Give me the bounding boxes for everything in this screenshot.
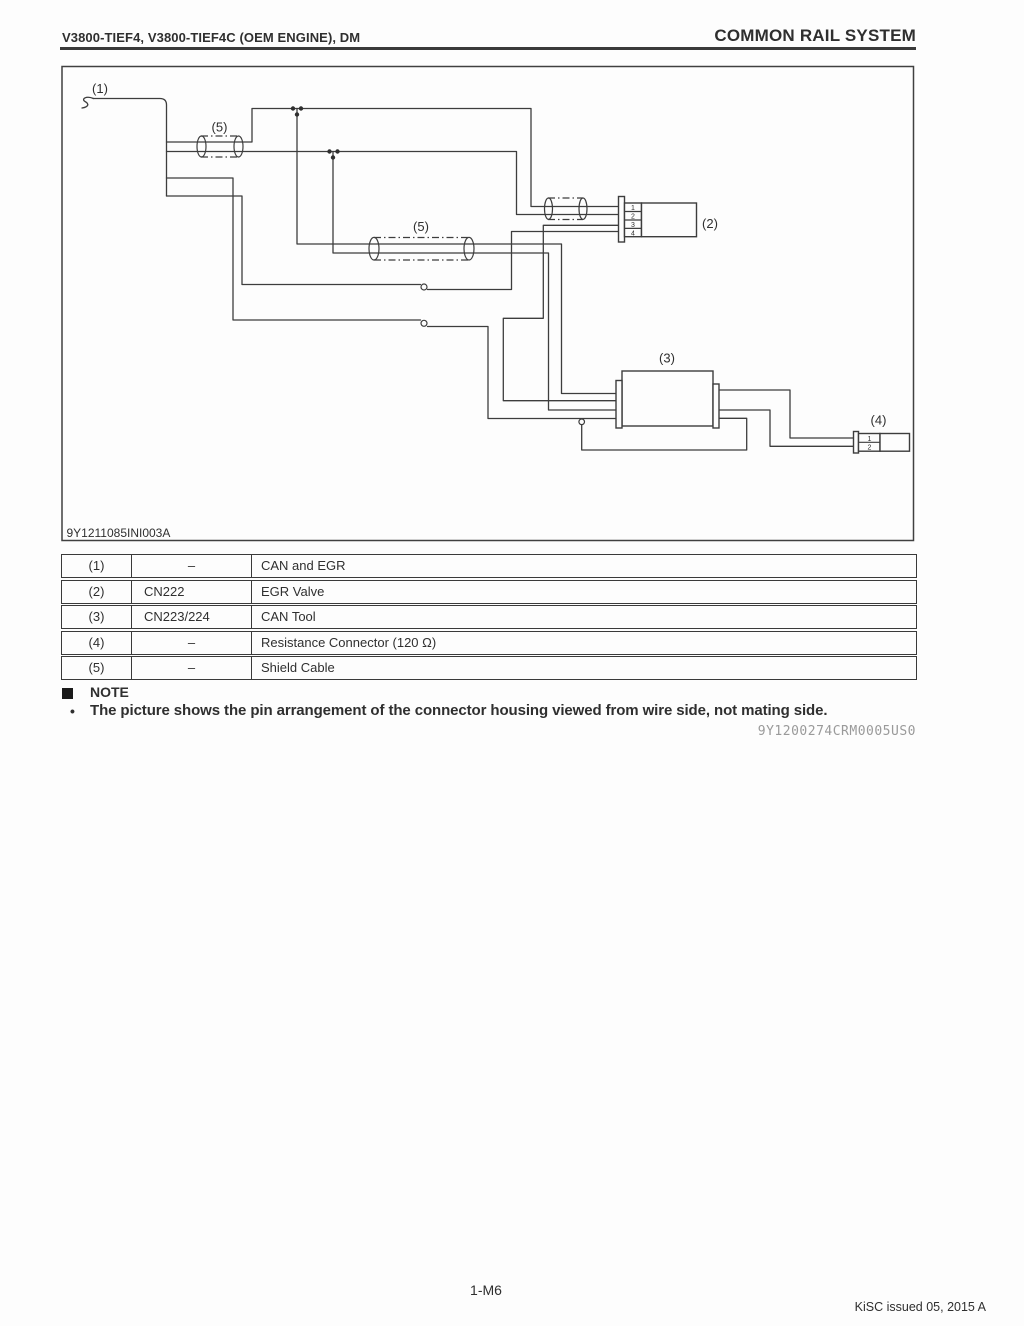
- pin-label: 1: [631, 205, 635, 212]
- wire-tool-to-resistor-2: [717, 409, 855, 447]
- wire-can-l-tap: [332, 150, 619, 411]
- ref-cell: (4): [62, 631, 132, 654]
- resistance-connector: 1 2: [852, 430, 911, 454]
- shield-ferrule-1: [196, 135, 244, 158]
- header-rule: [60, 47, 916, 50]
- desc-cell: CAN and EGR: [261, 558, 346, 573]
- pin-label: 3: [631, 222, 635, 229]
- wire-egr-tool-right: [426, 325, 619, 420]
- wire-tool-to-resistor-1: [717, 389, 855, 439]
- desc-cell: CAN Tool: [261, 609, 316, 625]
- code-cell: CN223/224: [132, 606, 252, 629]
- note-text: The picture shows the pin arrangement of…: [90, 702, 828, 719]
- wiring-diagram: 1 2 3 4 1 2 (1) (5) (5) (2) (3) (4) 9Y12…: [61, 65, 915, 542]
- shield-ferrule-3: [543, 197, 588, 221]
- wire-can-h: [165, 107, 626, 208]
- desc-cell: Resistance Connector (120 Ω): [261, 634, 437, 650]
- ref-cell: (2): [62, 580, 132, 603]
- harness-break-symbol: [81, 96, 95, 109]
- table-row: (2) CN222 EGR Valve: [61, 579, 917, 604]
- desc-cell: Shield Cable: [261, 660, 335, 676]
- wire-egr-pin4-right: [426, 230, 626, 291]
- ref-cell: (3): [62, 606, 132, 629]
- ref-cell: (1): [62, 555, 132, 577]
- junction-dots: [290, 106, 340, 160]
- reference-code: 9Y1200274CRM0005US0: [757, 724, 916, 739]
- figure-code: 9Y1211085INI003A: [67, 526, 171, 540]
- desc-cell: EGR Valve: [261, 583, 325, 599]
- pin-label: 4: [631, 230, 635, 237]
- wire-egr-tool-left: [165, 177, 422, 321]
- shield-pigtail-symbol: [578, 418, 586, 426]
- splice-symbol-upper: [420, 283, 428, 291]
- note-square-icon: [62, 688, 73, 699]
- note-heading: NOTE: [90, 684, 129, 700]
- pin-label: 2: [631, 214, 635, 221]
- code-cell: –: [132, 555, 252, 577]
- wire-pin3: [502, 224, 626, 402]
- table-row: (4) – Resistance Connector (120 Ω): [61, 630, 917, 655]
- wire-can-l: [165, 150, 626, 216]
- pin-label: 1: [868, 436, 872, 443]
- callout-shield-a: (5): [212, 120, 228, 135]
- ref-cell: (5): [62, 657, 132, 680]
- header-section-title: COMMON RAIL SYSTEM: [714, 26, 916, 45]
- header-doc-title: V3800-TIEF4, V3800-TIEF4C (OEM ENGINE), …: [62, 30, 361, 45]
- code-cell: –: [132, 631, 252, 654]
- egr-valve-connector: 1 2 3 4: [617, 195, 698, 243]
- can-tool-connector: [615, 370, 720, 429]
- wire-egr-pin4-left: [165, 195, 422, 286]
- callout-can-tool: (3): [659, 351, 675, 366]
- callout-shield-b: (5): [413, 219, 429, 234]
- bullet-icon: •: [70, 703, 75, 719]
- code-cell: CN222: [132, 580, 252, 603]
- pin-label: 2: [868, 444, 872, 451]
- table-row: (5) – Shield Cable: [61, 656, 917, 681]
- table-row: (1) – CAN and EGR: [61, 554, 917, 578]
- wire-can-h-tap: [296, 107, 619, 395]
- code-cell: –: [132, 657, 252, 680]
- callout-egr-valve: (2): [702, 216, 718, 231]
- splice-symbol-lower: [420, 319, 428, 327]
- wire-shield-loop: [581, 417, 748, 451]
- callout-resistor: (4): [871, 413, 887, 428]
- legend-table: (1) – CAN and EGR (2) CN222 EGR Valve (3…: [61, 554, 917, 682]
- table-row: (3) CN223/224 CAN Tool: [61, 605, 917, 630]
- wire-harness-bundle: [92, 97, 168, 197]
- callout-harness: (1): [92, 81, 108, 96]
- shield-ferrule-2: [368, 236, 475, 261]
- issue-note: KiSC issued 05, 2015 A: [854, 1300, 986, 1314]
- page-number: 1-M6: [470, 1282, 502, 1298]
- figure-border: [61, 65, 915, 542]
